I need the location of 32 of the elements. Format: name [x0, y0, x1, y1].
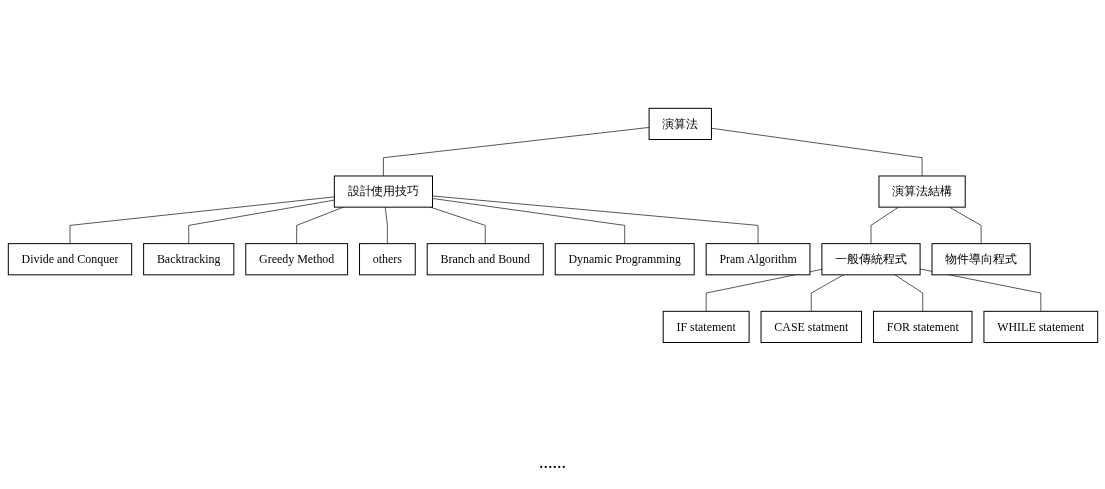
connector [919, 268, 1041, 312]
node-box: IF statement [662, 310, 750, 343]
node-box: Branch and Bound [426, 242, 544, 275]
connector [431, 197, 625, 244]
node-box: 設計使用技巧 [333, 175, 433, 208]
connector [710, 127, 922, 176]
connector [382, 126, 649, 176]
connector [431, 195, 758, 244]
node-box: Backtracking [142, 242, 234, 275]
connector [870, 206, 899, 244]
connector [295, 206, 344, 244]
node-box: 一般傳統程式 [820, 242, 921, 275]
connector [810, 274, 844, 312]
node-box: Divide and Conquer [7, 242, 132, 275]
node-box: others [358, 242, 416, 275]
connector [705, 268, 822, 312]
node-box: FOR statement [872, 310, 972, 343]
connector [894, 274, 923, 312]
connector [384, 206, 388, 244]
node-box: WHILE statement [982, 310, 1098, 343]
connector [187, 199, 335, 244]
node-box: 演算法結構 [877, 175, 966, 208]
node-box: 演算法 [648, 107, 712, 140]
ellipsis-text: ...... [539, 452, 566, 473]
connector [429, 206, 486, 244]
connector [948, 206, 981, 244]
node-box: Dynamic Programming [554, 242, 695, 275]
node-box: CASE statment [760, 310, 862, 343]
node-box: Pram Algorithm [705, 242, 810, 275]
node-box: Greedy Method [244, 242, 348, 275]
node-box: 物件導向程式 [931, 242, 1031, 275]
connector [69, 196, 335, 244]
